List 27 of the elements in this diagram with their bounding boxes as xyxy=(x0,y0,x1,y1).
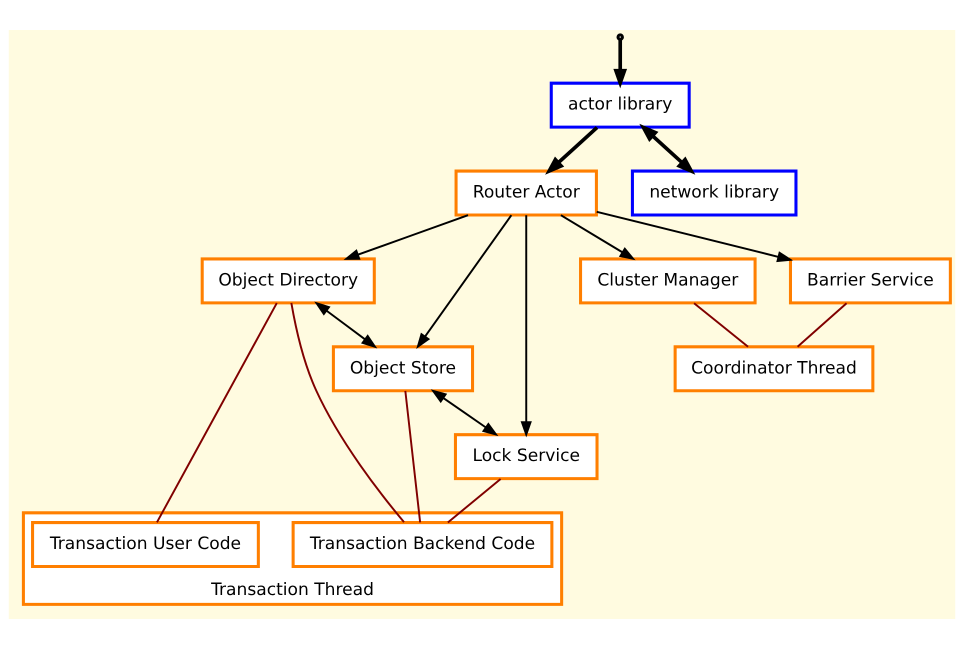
node-box: Router Actor xyxy=(454,169,598,216)
node-box: Coordinator Thread xyxy=(674,344,874,392)
connector xyxy=(447,478,502,523)
arrow xyxy=(314,301,378,348)
arrow xyxy=(560,214,636,260)
arrow xyxy=(430,388,498,436)
node-box: Object Store xyxy=(332,344,474,392)
arrow xyxy=(520,214,532,437)
arrow xyxy=(545,126,598,174)
connector xyxy=(156,302,278,522)
node-box: actor library xyxy=(550,81,691,128)
node-box: Cluster Manager xyxy=(579,256,757,304)
arrow xyxy=(416,214,512,349)
connector xyxy=(404,390,422,522)
arrow xyxy=(596,210,794,262)
node-box: Barrier Service xyxy=(788,256,952,304)
arrow xyxy=(344,214,468,260)
node-box: Lock Service xyxy=(454,432,599,480)
connector xyxy=(693,302,749,347)
connector xyxy=(290,302,405,522)
arrow xyxy=(639,123,696,174)
node-box: network library xyxy=(630,169,798,216)
node-box: Transaction User Code xyxy=(31,520,260,568)
arrow xyxy=(613,38,628,88)
connector xyxy=(796,302,848,347)
node-box: Transaction Backend Code xyxy=(292,520,554,568)
node-box: Object Directory xyxy=(200,256,376,304)
